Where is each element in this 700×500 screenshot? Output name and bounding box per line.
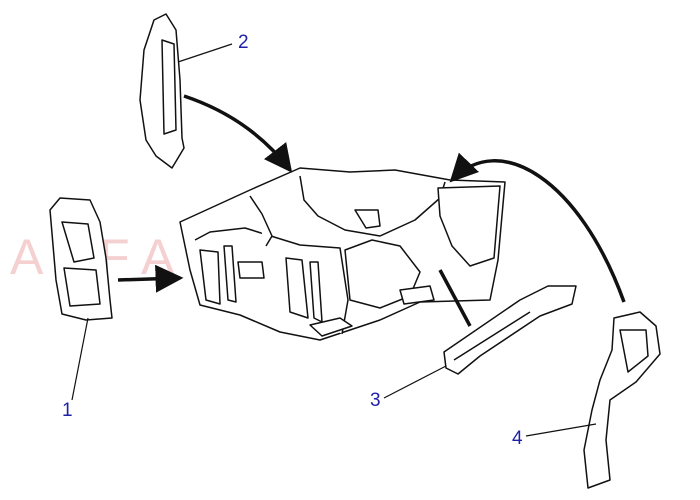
- leader-4: [525, 423, 597, 437]
- callout-4: 4: [512, 428, 523, 449]
- engine-bay-structure: [179, 167, 506, 341]
- arrow-part-3: [438, 269, 472, 327]
- arrow-part-4: [449, 152, 626, 303]
- arrow-part-1: [117, 264, 184, 293]
- assembly-arrows: [117, 94, 626, 327]
- leader-1: [71, 317, 89, 401]
- part-1-side-panel: [49, 197, 113, 321]
- callout-1: 1: [62, 400, 73, 421]
- leader-lines: [71, 43, 597, 437]
- part-2-reinforcement: [139, 13, 185, 169]
- part-4-panel: [583, 311, 661, 489]
- callout-3: 3: [370, 390, 381, 411]
- part-3-member: [443, 285, 577, 375]
- arrow-part-2: [183, 94, 293, 173]
- leader-2: [177, 43, 233, 63]
- leader-3: [383, 365, 447, 399]
- callout-2: 2: [238, 32, 249, 53]
